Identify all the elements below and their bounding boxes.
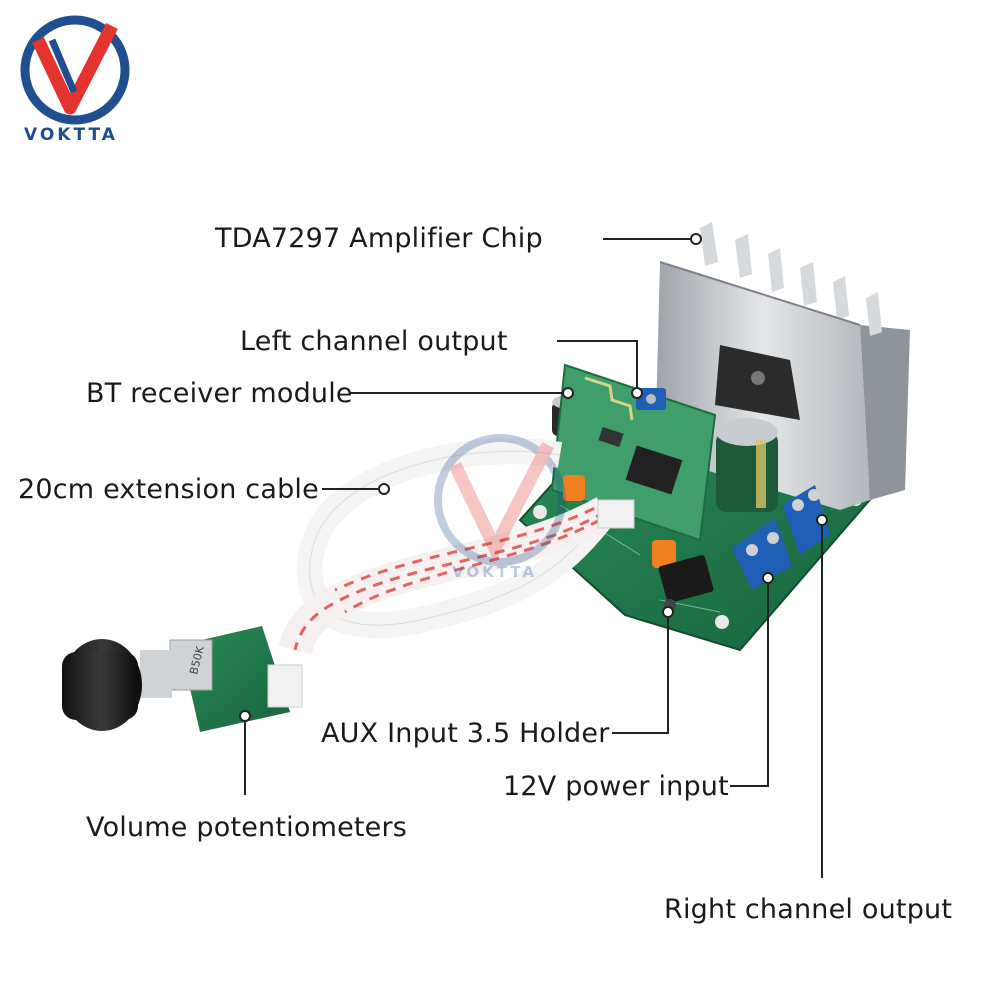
callout-aux-input: AUX Input 3.5 Holder bbox=[321, 718, 610, 749]
terminal-block-power bbox=[732, 518, 792, 590]
ceramic-capacitor bbox=[563, 475, 585, 501]
volume-knob bbox=[62, 639, 172, 731]
brand-watermark bbox=[434, 434, 566, 566]
callout-left-output: Left channel output bbox=[240, 326, 508, 357]
brand-name: VOKTTA bbox=[24, 125, 118, 145]
callout-right-output: Right channel output bbox=[664, 894, 953, 925]
callout-power-input: 12V power input bbox=[503, 771, 729, 802]
potentiometer-board: B50K bbox=[169, 626, 303, 732]
callout-chip: TDA7297 Amplifier Chip bbox=[215, 223, 543, 254]
terminal-block-left-output bbox=[636, 388, 666, 410]
callout-extension-cable: 20cm extension cable bbox=[18, 474, 319, 505]
ribbon-cable bbox=[278, 438, 635, 655]
brand-logo bbox=[20, 15, 130, 125]
callout-volume-pot: Volume potentiometers bbox=[86, 812, 408, 843]
watermark-text: VOKTTA bbox=[452, 563, 537, 581]
callout-markers bbox=[239, 233, 828, 722]
capacitor-large bbox=[716, 418, 778, 512]
ceramic-capacitor bbox=[652, 540, 676, 568]
terminal-block-right-output bbox=[782, 485, 830, 555]
callout-leaders bbox=[244, 238, 823, 878]
callout-bt-module: BT receiver module bbox=[86, 378, 353, 409]
